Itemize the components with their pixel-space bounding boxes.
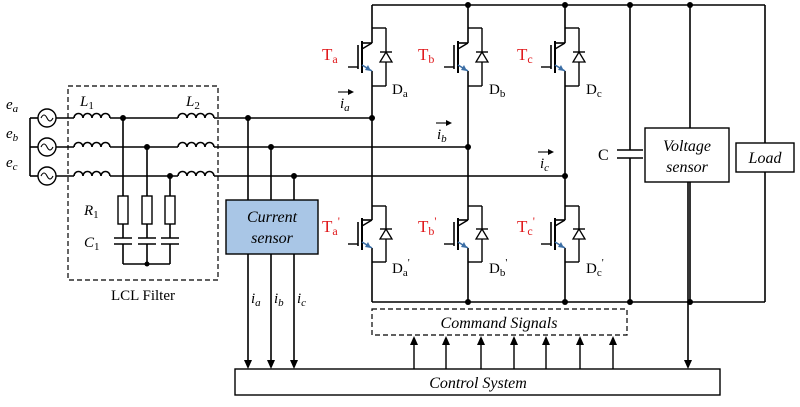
upper-switch-c (539, 27, 587, 87)
inductor-l1 (73, 110, 111, 184)
lower-switch-c (539, 205, 587, 263)
command-arrow (477, 336, 485, 369)
lcl-filter: L1 L2 R1 C1 (67, 85, 219, 304)
command-signals: Command Signals (371, 308, 628, 369)
source-label-c: ec (6, 155, 18, 173)
voltage-sensor: Voltage sensor (644, 127, 730, 183)
diode-label-db: Db (489, 82, 506, 100)
lower-switch-labels: Ta' Da' Tb' Db' Tc' Dc' (322, 214, 604, 279)
source-a (37, 108, 57, 128)
sensed-ib: ib (274, 291, 284, 309)
switch-label-tc-prime: Tc' (517, 214, 535, 238)
command-signals-label: Command Signals (441, 315, 558, 332)
switch-label-ta-prime: Ta' (322, 214, 340, 238)
voltage-sensor-line1: Voltage (663, 138, 711, 155)
l2-label: L2 (185, 94, 200, 112)
sensed-ia: ia (251, 291, 261, 309)
current-sensor-box (225, 199, 319, 255)
r1-label: R1 (83, 203, 99, 221)
voltage-sensor-line2: sensor (666, 159, 709, 176)
current-sensor-line1: Current (247, 209, 298, 226)
load: Load (735, 142, 795, 173)
diode-label-da-prime: Da' (392, 257, 410, 279)
l1-label: L1 (79, 94, 94, 112)
command-arrow (542, 336, 550, 369)
source-label-b: eb (6, 126, 19, 144)
upper-switch-a (346, 27, 394, 87)
diode-label-da: Da (392, 82, 408, 100)
diode-label-db-prime: Db' (489, 257, 507, 279)
current-sensor-line2: sensor (251, 230, 294, 247)
command-arrow (510, 336, 518, 369)
source-label-a: ea (6, 97, 19, 115)
dc-capacitor-label: C (598, 147, 609, 164)
command-arrow (410, 336, 418, 369)
svg-text:ia: ia (340, 96, 350, 114)
diode-label-dc-prime: Dc' (586, 257, 604, 279)
switch-label-tb-prime: Tb' (418, 214, 437, 238)
switch-label-tb: Tb (418, 45, 434, 66)
ac-sources: ea eb ec (6, 97, 57, 186)
current-sensor: Current sensor ia ib ic (225, 115, 319, 369)
phase-current-c: ic (538, 149, 554, 174)
source-b (37, 137, 57, 157)
rc-branches (114, 115, 179, 267)
sensed-ic: ic (297, 291, 306, 309)
svg-text:ic: ic (540, 156, 549, 174)
lower-switch-a (346, 205, 394, 263)
phase-current-a: ia (338, 89, 354, 114)
inductor-l2 (177, 110, 215, 184)
switch-label-ta: Ta (322, 45, 338, 66)
command-arrow (576, 336, 584, 369)
phase-current-b: ib (436, 120, 452, 145)
control-system: Control System (234, 368, 721, 396)
c1-label: C1 (84, 235, 100, 253)
load-label: Load (748, 150, 783, 167)
command-arrow (442, 336, 450, 369)
svg-text:ib: ib (437, 127, 447, 145)
command-arrows (410, 336, 617, 369)
upper-switch-labels: Ta Da Tb Db Tc Dc (322, 45, 602, 100)
lcl-filter-box (67, 85, 219, 281)
lcl-filter-title: LCL Filter (111, 288, 175, 304)
phase-current-labels: ia ib ic (338, 89, 554, 174)
switches (346, 27, 587, 263)
switch-label-tc: Tc (517, 45, 533, 66)
dc-bus (372, 4, 766, 305)
source-c (37, 166, 57, 186)
command-arrow (609, 336, 617, 369)
diode-label-dc: Dc (586, 82, 602, 100)
lower-switch-b (442, 205, 490, 263)
upper-switch-b (442, 27, 490, 87)
control-system-label: Control System (429, 375, 527, 392)
